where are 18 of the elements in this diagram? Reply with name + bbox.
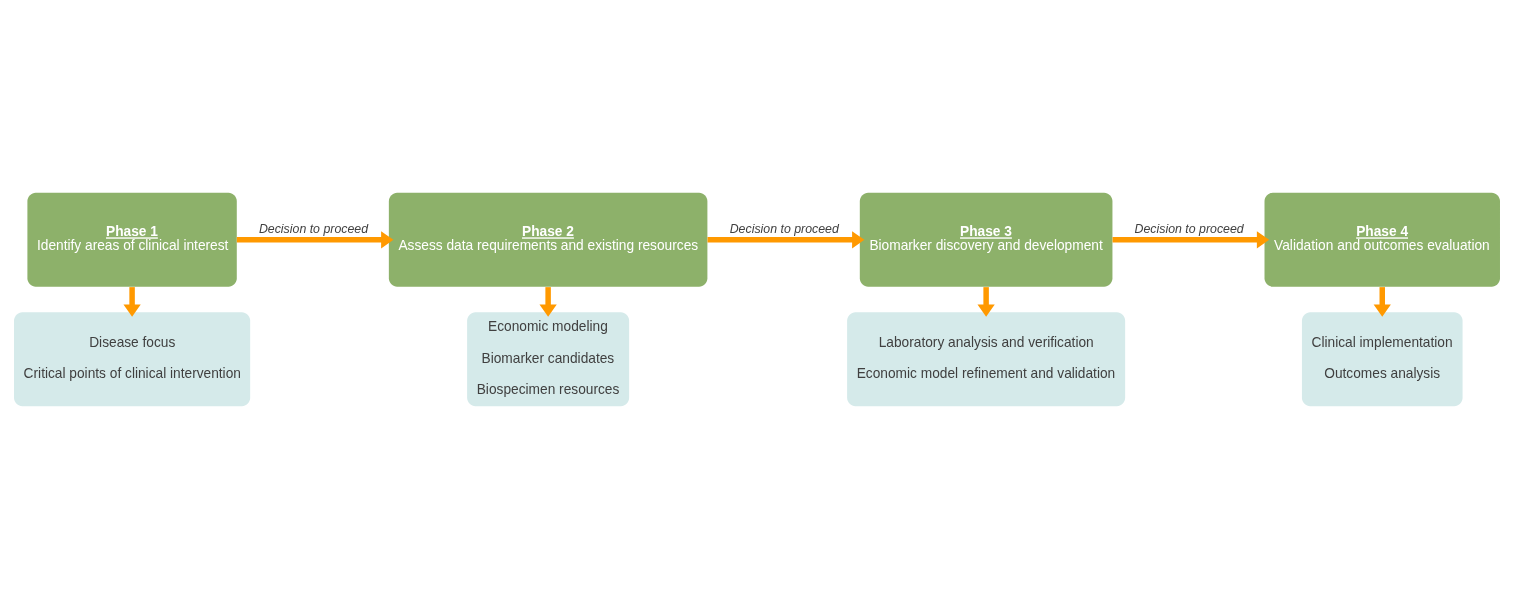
node-box: Phase 4 Validation and outcomes evaluation (1264, 192, 1500, 287)
edge-label: Decision to proceed (729, 221, 839, 236)
arrow (707, 230, 865, 248)
node-box: Phase 2 Assess data requirements and existing resources (388, 192, 708, 287)
node-box: Phase 3 Biomarker discovery and development (859, 192, 1113, 287)
node-box: Clinical implementation Outcomes analysis (1301, 311, 1463, 406)
arrow (977, 286, 995, 317)
edge-label: Decision to proceed (258, 221, 369, 236)
arrow (236, 230, 394, 248)
node-box: Disease focus Critical points of clinical intervention (14, 311, 251, 406)
arrow (1373, 286, 1391, 317)
arrow (539, 286, 557, 317)
node-box: Laboratory analysis and verification Economic model refinement and validation (847, 311, 1126, 406)
edge-label: Decision to proceed (1134, 221, 1244, 236)
node-box: Economic modeling Biomarker candidates Biospecimen resources (467, 311, 630, 406)
node-box: Phase 1 Identify areas of clinical interest (27, 192, 237, 287)
arrow (1112, 230, 1270, 248)
arrow (123, 286, 141, 317)
